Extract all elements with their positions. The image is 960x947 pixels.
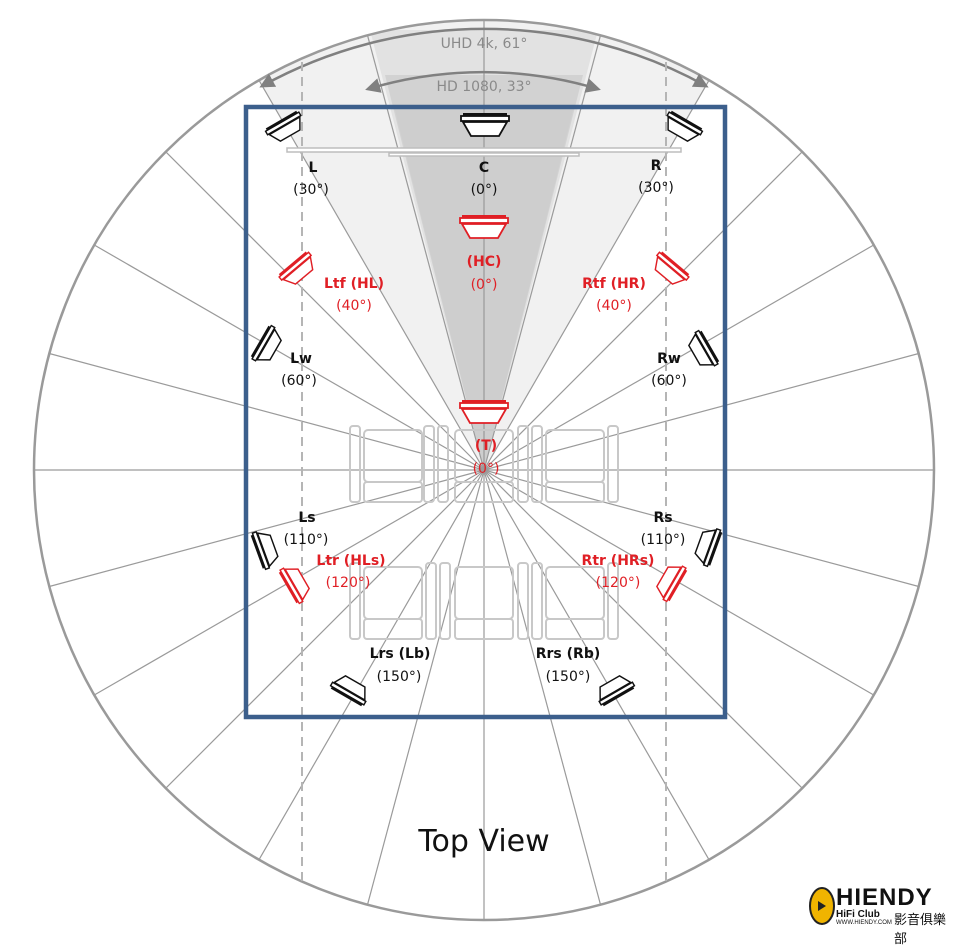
speaker-labels: L (30°) C (0°) R (30°) (HC) (0°) Ltf (HL… <box>281 158 687 685</box>
speaker-icon-Ls <box>249 527 282 571</box>
angle-L: (30°) <box>293 182 329 198</box>
angle-Rs: (110°) <box>641 532 686 548</box>
label-Ls: Ls <box>298 510 315 526</box>
angle-Ltr: (120°) <box>326 575 371 591</box>
label-Lrs: Lrs (Lb) <box>370 646 431 662</box>
speaker-icon-Lw <box>249 323 286 368</box>
logo-subtitle: HiFi Club <box>836 909 880 920</box>
uhd-fov-label: UHD 4k, 61° <box>441 36 528 52</box>
label-R: R <box>651 158 662 174</box>
hd-fov-arc <box>365 70 601 93</box>
logo-brand: HIENDY <box>836 884 933 911</box>
dashed-guides <box>301 62 667 882</box>
hiendy-logo: HIENDY HiFi Club WWW.HIENDY.COM 影音俱樂部 <box>806 884 958 947</box>
speaker-icon-C <box>460 112 510 137</box>
speaker-icon-Rtr <box>652 559 689 604</box>
room-outline <box>243 104 728 720</box>
angle-Ls: (110°) <box>284 532 329 548</box>
listening-circle <box>32 18 936 922</box>
speaker-icon-Ltr <box>277 561 314 606</box>
angle-Rtr: (120°) <box>596 575 641 591</box>
horn-logo-icon <box>809 887 835 925</box>
speaker-icon-Rs <box>691 524 724 568</box>
angle-Ltf: (40°) <box>336 298 372 314</box>
label-C: C <box>479 160 489 176</box>
label-Rs: Rs <box>653 510 672 526</box>
screen <box>286 147 682 157</box>
angle-Rrs: (150°) <box>546 669 591 685</box>
speaker-icon-Rrs <box>592 671 637 708</box>
angle-Rw: (60°) <box>651 373 687 389</box>
label-Ltr: Ltr (HLs) <box>316 553 385 569</box>
speaker-icon-HC <box>459 214 509 239</box>
logo-chinese: 影音俱樂部 <box>894 913 947 947</box>
angle-Rtf: (40°) <box>596 298 632 314</box>
angle-HC: (0°) <box>471 277 498 293</box>
seating <box>349 425 619 640</box>
label-Ltf: Ltf (HL) <box>324 276 384 292</box>
label-L: L <box>309 160 318 176</box>
label-Rtf: Rtf (HR) <box>582 276 646 292</box>
uhd-fov-arc <box>259 27 709 88</box>
angle-T: (0°) <box>473 461 500 477</box>
angle-Lw: (60°) <box>281 373 317 389</box>
diagram-title: Top View <box>417 824 549 859</box>
label-T: (T) <box>475 438 497 454</box>
logo-url: WWW.HIENDY.COM <box>836 920 892 926</box>
label-Rtr: Rtr (HRs) <box>582 553 655 569</box>
hd-fov-label: HD 1080, 33° <box>436 79 531 95</box>
label-Rrs: Rrs (Rb) <box>536 646 601 662</box>
angle-Lrs: (150°) <box>377 669 422 685</box>
angle-R: (30°) <box>638 180 674 196</box>
label-Rw: Rw <box>657 351 681 367</box>
speaker-icon-T <box>459 399 509 424</box>
label-HC: (HC) <box>467 254 502 270</box>
angle-guide-rays <box>34 20 934 920</box>
label-Lw: Lw <box>290 351 312 367</box>
angle-C: (0°) <box>471 182 498 198</box>
